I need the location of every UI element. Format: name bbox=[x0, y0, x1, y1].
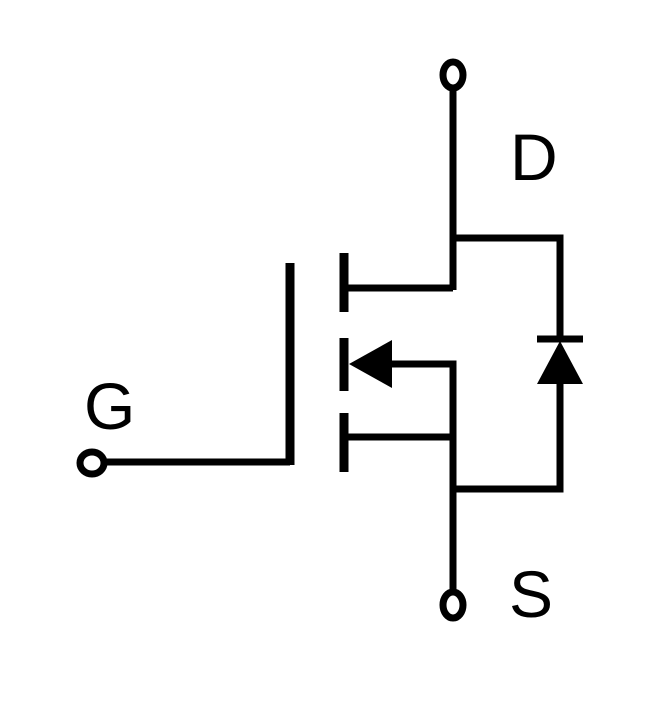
body-diode-icon bbox=[537, 335, 583, 384]
source-diode-wire bbox=[453, 380, 564, 493]
gate-label: G bbox=[84, 369, 136, 443]
drain-terminal bbox=[439, 58, 467, 92]
channel-arrow-icon bbox=[349, 340, 392, 388]
source-terminal bbox=[439, 588, 467, 622]
drain-label: D bbox=[510, 120, 558, 194]
diode-triangle bbox=[537, 341, 583, 384]
circuit-wires bbox=[104, 90, 564, 600]
source-label: S bbox=[509, 557, 554, 631]
drain-diode-wire bbox=[453, 234, 564, 340]
body-connection bbox=[380, 360, 457, 600]
gate-terminal bbox=[76, 448, 108, 478]
